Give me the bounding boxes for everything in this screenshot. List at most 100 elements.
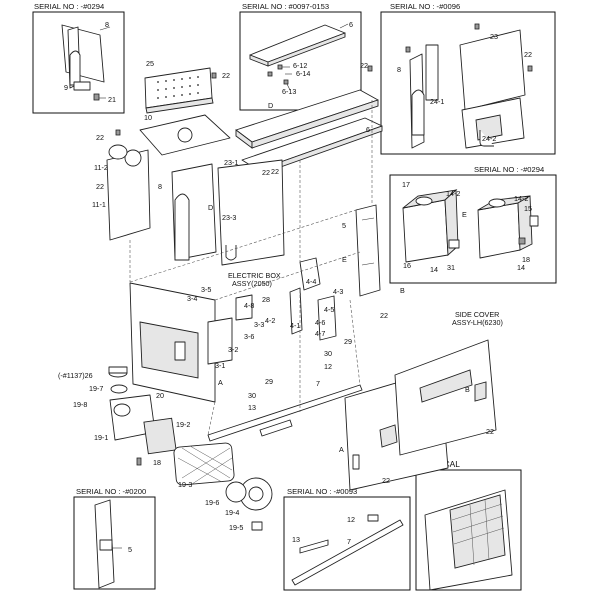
callout-label: B [465,385,470,394]
reserve-tank-part-14-inset [477,195,539,259]
callout-label: 23-3 [222,213,236,222]
bracket-part-8-inset-b [409,44,439,149]
callout-label: 19-3 [178,480,192,489]
callout-label: 22 [360,61,368,70]
callout-label: 22 [96,182,104,191]
part-18-inset [518,237,526,245]
inset-title-serial-0096: SERIAL NO : -#0096 [390,2,460,11]
callout-label: 30 [248,391,256,400]
callout-label: 21 [108,95,116,104]
callout-label: 18 [522,255,530,264]
callout-label: B [400,286,405,295]
cover-plate-part-10 [139,114,231,156]
side-plate-part-11-1 [106,149,151,241]
callout-labels: 892125221066-126-146-1322D6228232224-124… [58,20,532,554]
callout-label: 20 [156,391,164,400]
inset-frame-serial-0294-b [389,174,557,284]
callout-label: 8 [105,20,109,29]
cap-part-26 [108,366,128,378]
callout-label: 22 [380,311,388,320]
inset-title-serial-0294-a: SERIAL NO : -#0294 [34,2,104,11]
callout-label: 23 [490,32,498,41]
callout-label: 15 [524,204,532,213]
callout-label: 7 [347,537,351,546]
callout-label: 4-8 [244,301,254,310]
inset-title-serial-0093: SERIAL NO : -#0093 [287,487,357,496]
bracket-part-8-inset [61,24,111,89]
part-19-5 [251,521,263,531]
part-23-3 [225,245,237,261]
callout-label: 4-7 [315,329,325,338]
callout-label: 6-14 [296,69,310,78]
bolts-part-6-12-13-14 [267,64,292,91]
part-24-2 [479,130,494,147]
callout-label: 22 [524,50,532,59]
side-cover-assembly [344,339,497,491]
element-part-19-3 [173,442,235,486]
callout-label: 11-2 [94,163,108,172]
callout-label: 4-3 [333,287,343,296]
callout-label: 4-1 [290,321,300,330]
housing-part-19-1 [109,394,156,441]
callout-label: (-#1137)26 [58,371,93,380]
callout-label: 24-1 [430,97,444,106]
callout-label: A [218,378,223,387]
callout-label: 6-13 [282,87,296,96]
frame-outline-dashed [129,100,373,436]
bracket-part-4-6 [317,295,337,341]
callout-label: D [208,203,213,212]
callout-label: 19-4 [225,508,239,517]
callout-label: 19-6 [205,498,219,507]
callout-label: 3-5 [201,285,211,294]
callout-label: E [342,255,347,264]
side-cover-tropical [424,489,513,591]
rail-part-7-inset [291,519,404,586]
post-part-5-inset [94,499,122,589]
callout-label: 6 [349,20,353,29]
callout-label: D [268,101,273,110]
perforated-plate-part-25 [144,67,214,114]
rail-part-7 [207,384,363,442]
callout-label: 24-2 [482,134,496,143]
element-part-19-2 [143,417,177,455]
bracket-electric-box [299,257,321,291]
callout-label: 4-5 [324,305,334,314]
callout-label: 22 [486,427,494,436]
callout-label: 22 [96,133,104,142]
callout-label: 5 [128,545,132,554]
callout-label: 3-6 [244,332,254,341]
note-side-cover-assy: ASSY-LH(6230) [452,318,503,327]
gasket-part-19-7 [110,384,128,394]
callout-label: 22 [262,168,270,177]
callout-label: 14 [517,263,525,272]
part-3-6 [235,294,253,321]
reserve-tank-part-14-main [402,189,460,263]
inset-frame-serial-0096 [380,11,556,155]
inset-title-serial-0200: SERIAL NO : -#0200 [76,487,146,496]
panel-part-23-1 [217,159,285,266]
callout-label: 5 [342,221,346,230]
callout-label: 8 [158,182,162,191]
note-electric-box-assy: ASSY(2050) [232,279,272,288]
inset-title-serial-0097: SERIAL NO : #0097-0153 [242,2,329,11]
callout-label: 22 [222,71,230,80]
post-part-5 [355,204,381,297]
part-11-2 [108,144,128,160]
note-electric-box: ELECTRIC BOX [228,271,281,280]
frame-part-3-1 [129,282,216,403]
bolt-part-21 [93,93,106,101]
callout-label: 14 [430,265,438,274]
callout-label: 19-5 [229,523,243,532]
callout-label: 11-1 [92,200,106,209]
callout-label: 23-1 [224,158,238,167]
callout-label: 13 [292,535,300,544]
top-cover-part-6-main [235,89,383,176]
panel-part-23-inset [459,29,526,111]
callout-label: 3-2 [228,345,238,354]
callout-label: 4-6 [315,318,325,327]
note-side-cover: SIDE COVER [455,310,499,319]
callout-label: 25 [146,59,154,68]
callout-label: 6 [366,125,370,134]
callout-label: 18 [153,458,161,467]
